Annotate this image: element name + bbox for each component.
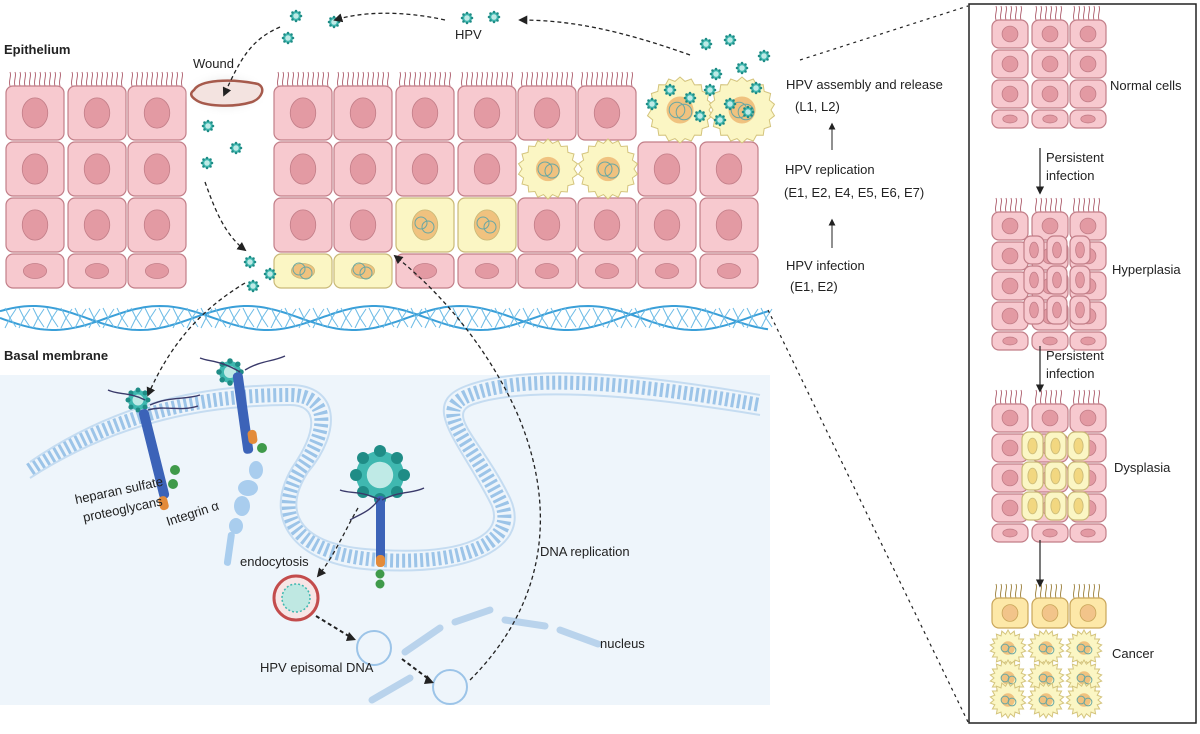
stage-dysplasia-label: Dysplasia [1114,460,1171,475]
receptor-bound-virion [339,487,425,589]
episomal-dna-2 [432,669,468,705]
stage-cancer-label: Cancer [1112,646,1155,661]
replication-label: HPV replication [785,162,875,177]
infection-proteins: (E1, E2) [790,279,838,294]
transition-2-line2: infection [1046,366,1094,381]
hpv-virion-group [125,9,771,610]
assembly-label: HPV assembly and release [786,77,943,92]
transition-1-line1: Persistent [1046,150,1104,165]
transition-1-line2: infection [1046,168,1094,183]
epithelium-label: Epithelium [4,42,70,57]
progression-cells [989,5,1107,720]
infection-label: HPV infection [786,258,865,273]
episomal-dna-1 [356,630,392,666]
stage-normal-label: Normal cells [1110,78,1182,93]
dna-replication-label: DNA replication [540,544,630,559]
episomal-dna-label: HPV episomal DNA [260,660,374,675]
nucleus-envelope [368,606,602,704]
replication-proteins: (E1, E2, E4, E5, E6, E7) [784,185,924,200]
epithelium-left-block [5,71,187,289]
wound-icon [182,69,270,117]
basal-membrane-label: Basal membrane [4,348,108,363]
heparan-sulfate-proteoglycan [107,389,201,511]
arrows [146,12,691,681]
stage-hyperplasia-label: Hyperplasia [1112,262,1181,277]
epithelium-right-block [273,71,776,289]
endocytosis-label: endocytosis [240,554,309,569]
zoom-lines [767,5,969,723]
basal-membrane [0,304,773,332]
integrin-receptor [199,355,286,566]
nucleus-label: nucleus [600,636,645,651]
endosome [272,574,320,622]
wound-label: Wound [193,56,234,71]
hpv-label: HPV [455,27,482,42]
transition-2-line1: Persistent [1046,348,1104,363]
assembly-proteins: (L1, L2) [795,99,840,114]
